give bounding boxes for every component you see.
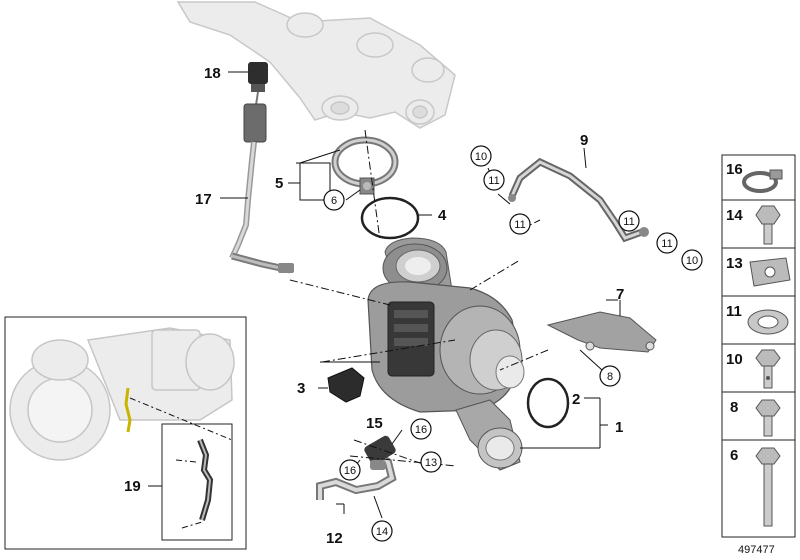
v-band-clamp (331, 136, 399, 195)
flange-gasket-icon (749, 257, 791, 287)
legend-number-6: 6 (730, 447, 738, 464)
callout-3: 3 (297, 380, 305, 397)
callout-4: 4 (438, 207, 447, 224)
callout-circle-13: 13 (425, 457, 437, 469)
callout-circle-6: 6 (331, 195, 337, 207)
heat-shield-bracket (546, 311, 657, 353)
parts-legend-sidebar (721, 154, 796, 538)
legend-number-8: 8 (730, 399, 738, 416)
callout-circle-10-top: 10 (475, 151, 487, 163)
callout-circle-11-c: 11 (623, 216, 634, 228)
callout-17: 17 (195, 191, 212, 208)
mounting-clip (327, 367, 365, 403)
leader-lines (220, 71, 627, 519)
callout-circle-16-a: 16 (415, 424, 427, 436)
o-ring (526, 377, 570, 429)
banjo-bolt-icon (755, 349, 781, 389)
legend-number-14: 14 (726, 207, 743, 224)
inset-detail-box (4, 316, 247, 550)
callout-2: 2 (572, 391, 580, 408)
callout-7: 7 (616, 286, 624, 303)
hose-clamp-icon (742, 169, 783, 193)
sealing-washer-icon (747, 309, 789, 335)
oil-feed-line (508, 157, 649, 243)
callout-circle-11-b: 11 (514, 219, 525, 231)
legend-number-13: 13 (726, 255, 743, 272)
gasket-ring (360, 196, 420, 240)
callout-18: 18 (204, 65, 221, 82)
callout-circle-14: 14 (376, 526, 388, 538)
callout-circle-16-b: 16 (344, 465, 356, 477)
oxygen-sensor (229, 62, 294, 274)
callout-15: 15 (366, 415, 383, 432)
callout-19: 19 (124, 478, 141, 495)
callout-circle-11-a: 11 (488, 175, 499, 187)
turbocharger-body (367, 237, 525, 471)
short-bolt-icon (755, 399, 781, 437)
callout-circle-10-bottom: 10 (686, 255, 698, 267)
diagram-reference-id: 497477 (738, 544, 775, 556)
legend-number-16: 16 (726, 161, 743, 178)
oil-return-pipe (316, 435, 397, 500)
exhaust-manifold-ghost (176, 1, 456, 129)
circled-callouts (323, 145, 703, 542)
legend-number-11: 11 (726, 303, 742, 320)
callout-circle-8: 8 (607, 371, 613, 383)
long-bolt-icon (755, 447, 781, 527)
hex-bolt-icon (755, 205, 781, 245)
callout-9: 9 (580, 132, 588, 149)
callout-5: 5 (275, 175, 283, 192)
callout-circle-11-d: 11 (661, 238, 672, 250)
legend-number-10: 10 (726, 351, 743, 368)
callout-1: 1 (615, 419, 623, 436)
callout-12: 12 (326, 530, 343, 547)
